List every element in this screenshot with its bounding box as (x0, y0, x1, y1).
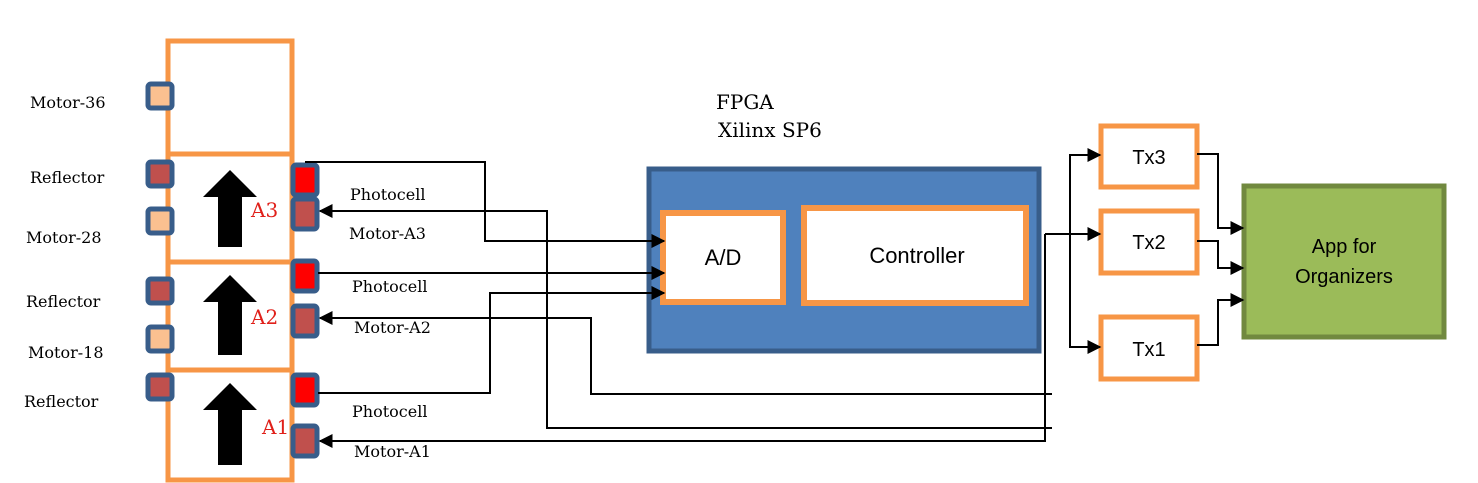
label-reflector-bottom: Reflector (24, 392, 99, 411)
wire-photocell-a3 (305, 161, 666, 248)
app-label-line2: Organizers (1295, 266, 1393, 288)
label-motor-a3: Motor-A3 (349, 224, 426, 243)
reflector-bottom-sensor (145, 372, 175, 402)
up-arrow-icon-a2 (203, 275, 257, 355)
label-reflector-top: Reflector (30, 168, 105, 187)
app-label-line1: App for (1312, 236, 1377, 258)
photocell-a1-sensor (290, 372, 320, 408)
reflector-mid-sensor (145, 276, 175, 306)
wire-motor-a3 (318, 204, 1052, 429)
label-photocell-a1: Photocell (352, 402, 427, 421)
app-box (1241, 183, 1447, 340)
cell-label-a3: A3 (250, 198, 278, 222)
ad-converter-box (660, 210, 786, 305)
label-motor-18: Motor-18 (28, 343, 104, 362)
wire-to-tx3 (1069, 148, 1102, 234)
label-motor-28: Motor-28 (26, 228, 102, 247)
label-motor-a1: Motor-A1 (354, 442, 431, 461)
motor-28-sensor (145, 206, 175, 236)
cell-label-a1: A1 (261, 415, 289, 439)
tx3-label: Tx3 (1132, 147, 1165, 169)
ad-converter-label: A/D (705, 245, 742, 270)
cell-top-box (165, 38, 295, 157)
label-photocell-a2: Photocell (352, 277, 427, 296)
label-reflector-mid: Reflector (26, 292, 101, 311)
motor-a3-sensor (290, 196, 320, 232)
wire-photocell-a1 (318, 286, 666, 394)
label-motor-a2: Motor-A2 (354, 318, 431, 337)
motor-a2-sensor (290, 303, 320, 339)
label-motor-36: Motor-36 (30, 93, 106, 112)
motor-a1-sensor (290, 423, 320, 459)
cell-label-a2: A2 (250, 305, 278, 329)
wire-tx1-to-app (1197, 293, 1245, 346)
motor-18-sensor (145, 324, 175, 354)
wire-motor-a2 (318, 311, 1052, 395)
reflector-top-sensor (145, 159, 175, 189)
controller-label: Controller (869, 243, 964, 268)
photocell-a3-sensor (290, 162, 320, 198)
label-photocell-a3: Photocell (350, 185, 425, 204)
tx2-label: Tx2 (1132, 232, 1165, 254)
wire-to-tx1 (1069, 234, 1102, 354)
photocell-a2-sensor (290, 258, 320, 294)
up-arrow-icon-a3 (203, 170, 257, 247)
controller-box (801, 205, 1029, 306)
fpga-subtitle: Xilinx SP6 (718, 118, 822, 142)
tx2-box (1098, 208, 1200, 276)
motor-36-sensor (145, 81, 175, 111)
tx1-label: Tx1 (1132, 339, 1165, 361)
wire-motor-a1 (318, 234, 1046, 448)
wire-tx2-to-app (1197, 240, 1245, 275)
fpga-title: FPGA (716, 90, 774, 114)
wire-tx3-to-app (1197, 153, 1245, 235)
up-arrow-icon-a1 (203, 383, 257, 465)
